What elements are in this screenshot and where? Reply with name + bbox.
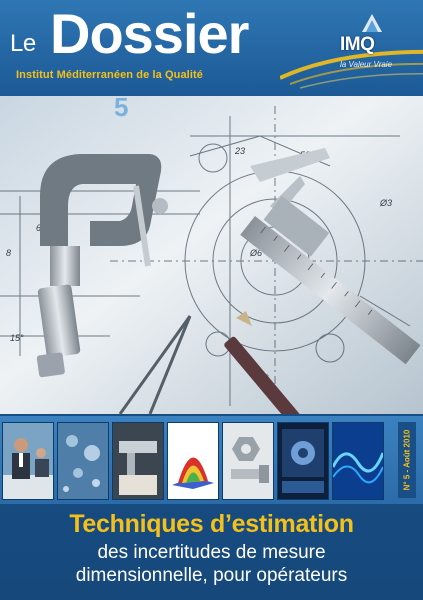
publisher-subtitle: Institut Méditerranéen de la Qualité [16,69,203,81]
thumbnail-bell-curve [167,422,219,500]
blueprint-tools-photo: 23 53 15° 45° Ø6 Ø3 60 8 [0,96,423,414]
water-drops-photo-icon [58,423,108,499]
micrometer-icon [36,154,168,378]
thumbnail-caliper-gauge [112,422,164,500]
business-meeting-photo-icon [3,423,53,499]
issue-number: 5 [114,92,129,122]
thumbnail-strip [0,416,423,504]
logo-text: IMQ [340,34,375,55]
cover-subheadline-line2: dimensionnelle, pour opérateurs [75,565,348,586]
cad-part-screen-icon [278,423,328,499]
title-prefix: Le [10,30,36,57]
thumbnail-business-meeting [2,422,54,500]
caliper-icon [240,148,421,365]
issue-date-label: N° 5 - Août 2010 [398,422,416,498]
svg-text:Ø6: Ø6 [249,248,262,258]
thumbnail-cad-part [277,422,329,500]
issue-date-text: N° 5 - Août 2010 [402,429,412,491]
thumbnail-waveform [332,422,384,500]
thumbnail-nut-bolt [222,422,274,500]
blue-waveform-photo-icon [333,423,383,499]
cover-subheadline-line1: des incertitudes de mesure [97,542,326,563]
svg-text:8: 8 [6,248,11,258]
logo-tagline: la Valeur Vraie [340,60,393,69]
thumbnail-water-drops [57,422,109,500]
svg-text:Ø3: Ø3 [379,198,392,208]
magazine-title: Dossier [50,2,249,65]
imq-logo-icon [362,14,382,32]
masthead: Le Dossier Institut Méditerranéen de la … [0,0,423,96]
3d-bell-curve-plot-icon [168,423,218,499]
pen-icon [224,311,310,414]
compass-icon [118,315,192,414]
cover-headline: Techniques d’estimation [69,510,354,538]
nut-bolt-photo-icon [223,423,273,499]
svg-text:15°: 15° [10,333,24,343]
swoosh-decoration [280,49,423,89]
caliper-gauge-photo-icon [113,423,163,499]
svg-text:23: 23 [234,146,245,156]
